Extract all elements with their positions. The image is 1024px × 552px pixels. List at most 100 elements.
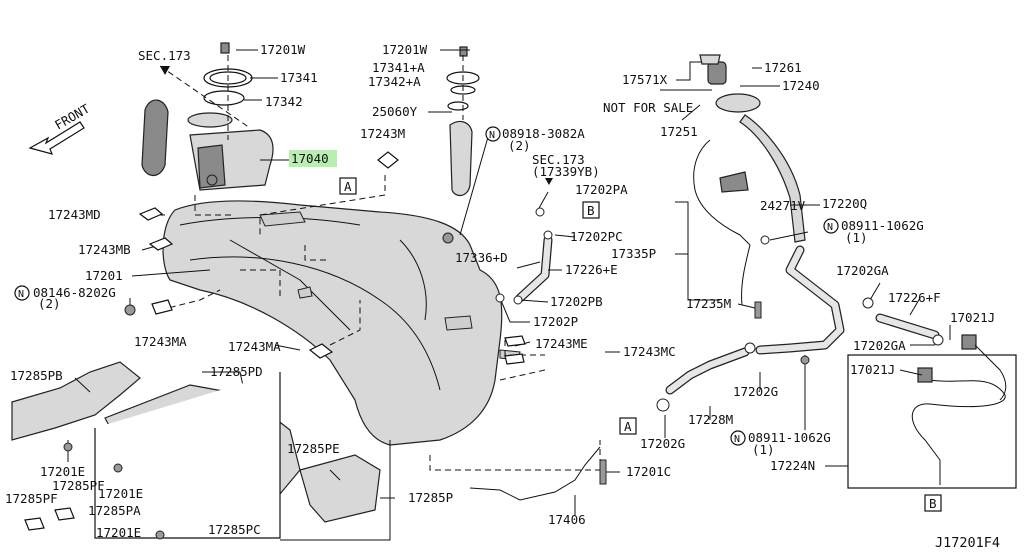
label-l51: (1) <box>752 442 775 457</box>
fuel-tank <box>162 200 521 446</box>
label-l11: (2) <box>38 296 61 311</box>
label-l42: 17202GA <box>836 263 889 278</box>
detail-box-b <box>847 334 1017 489</box>
marker-b-top: B <box>587 203 595 218</box>
label-l57: 17201E <box>98 486 143 501</box>
ref-markers: A B A B <box>339 177 942 512</box>
label-l6: 17040 <box>291 151 329 166</box>
label-l46: 17021J <box>850 362 895 377</box>
label-l65: 17201C <box>626 464 671 479</box>
label-l36: 24271V <box>760 198 806 213</box>
clamp-icon <box>656 398 670 412</box>
label-l14: 17201W <box>382 42 428 57</box>
label-l17: 25060Y <box>372 104 418 119</box>
n-markers: N N N N <box>14 126 839 446</box>
label-l41: 17235M <box>686 296 731 311</box>
label-l64: 17406 <box>548 512 586 527</box>
bracket-17406 <box>469 446 601 501</box>
arrow-icon <box>545 178 553 185</box>
marker-b-bottom: B <box>929 496 937 511</box>
label-l33: 17251 <box>660 124 698 139</box>
label-l50: 08911-1062G <box>748 430 831 445</box>
leader-lines <box>67 49 951 541</box>
label-l2: SEC.173 <box>138 48 191 63</box>
label-l37: 17220Q <box>822 196 867 211</box>
nut-icon <box>442 232 454 244</box>
filler-tube <box>665 54 940 395</box>
label-l23: 17202PA <box>575 182 628 197</box>
clamp-icon <box>495 293 505 303</box>
label-l56: 17285PF <box>52 478 105 493</box>
label-l55: 17201E <box>40 464 85 479</box>
nut-icon <box>124 304 136 316</box>
bolt-icon <box>599 459 607 485</box>
label-l16: 17342+A <box>368 74 421 89</box>
label-l32: NOT FOR SALE <box>603 100 693 115</box>
dashed-guides <box>159 55 601 471</box>
fuel-pump-module <box>141 42 274 191</box>
label-l15: 17341+A <box>372 60 425 75</box>
label-l27: 17202PB <box>550 294 603 309</box>
nut-icon <box>800 355 810 365</box>
label-l19: 08918-3082A <box>502 126 585 141</box>
label-l58: 17285PF <box>5 491 58 506</box>
label-l10: 08146-8202G <box>33 285 116 300</box>
label-l61: 17285PC <box>208 522 261 537</box>
clamp-icon <box>535 207 545 217</box>
label-l43: 17226+F <box>888 290 941 305</box>
label-l31: 17571X <box>622 72 668 87</box>
label-l59: 17285PA <box>88 503 141 518</box>
label-l24: 17202PC <box>570 229 623 244</box>
clamp-icon <box>513 295 523 305</box>
label-l35: 17240 <box>782 78 820 93</box>
small-tags <box>24 151 526 531</box>
label-l1: 17201W <box>260 42 306 57</box>
label-l25: 17336+D <box>455 250 508 265</box>
clamp-icon <box>744 342 756 354</box>
label-l7: 17243MD <box>48 207 101 222</box>
label-l44: 17021J <box>950 310 995 325</box>
label-l40: 17335P <box>611 246 656 261</box>
clamp-icon <box>932 334 944 346</box>
highlight-17040 <box>289 150 337 167</box>
label-l38: 08911-1062G <box>841 218 924 233</box>
label-l52: 17224N <box>770 458 815 473</box>
label-l4: 17342 <box>265 94 303 109</box>
nut-icon <box>113 463 123 473</box>
label-l62: 17285PE <box>287 441 340 456</box>
marker-a-top: A <box>344 179 352 194</box>
label-l54: 17285PD <box>210 364 263 379</box>
label-l60: 17201E <box>96 525 141 540</box>
clamp-icon <box>543 230 553 240</box>
n-marker: N <box>18 289 24 300</box>
label-l45: 17202GA <box>853 338 906 353</box>
label-l63: 17285P <box>408 490 453 505</box>
n-marker: N <box>734 434 740 445</box>
label-l34: 17261 <box>764 60 802 75</box>
label-l29: 17243ME <box>535 336 588 351</box>
label-l30: 17243MC <box>623 344 676 359</box>
n-marker: N <box>827 222 833 233</box>
hose-17226e <box>515 235 553 303</box>
label-l3: 17341 <box>280 70 318 85</box>
label-l48: 17228M <box>688 412 733 427</box>
front-arrow: FRONT <box>28 101 92 155</box>
label-l53: 17285PB <box>10 368 63 383</box>
arrow-icon <box>160 66 170 75</box>
label-l21: SEC.173 <box>532 152 585 167</box>
clamp-icon <box>862 297 874 309</box>
label-l26: 17226+E <box>565 262 618 277</box>
label-l28: 17202P <box>533 314 578 329</box>
label-l18: 17243M <box>360 126 405 141</box>
marker-a-bottom: A <box>624 419 632 434</box>
label-l47: 17202G <box>733 384 778 399</box>
label-l20: (2) <box>508 138 531 153</box>
bolt-icon <box>754 301 762 319</box>
label-l9: 17201 <box>85 268 123 283</box>
label-l13: 17243MA <box>228 339 281 354</box>
clamp-icon <box>760 235 770 245</box>
vent-tube <box>693 139 751 306</box>
label-l49: 17202G <box>640 436 685 451</box>
nut-icon <box>155 530 165 540</box>
